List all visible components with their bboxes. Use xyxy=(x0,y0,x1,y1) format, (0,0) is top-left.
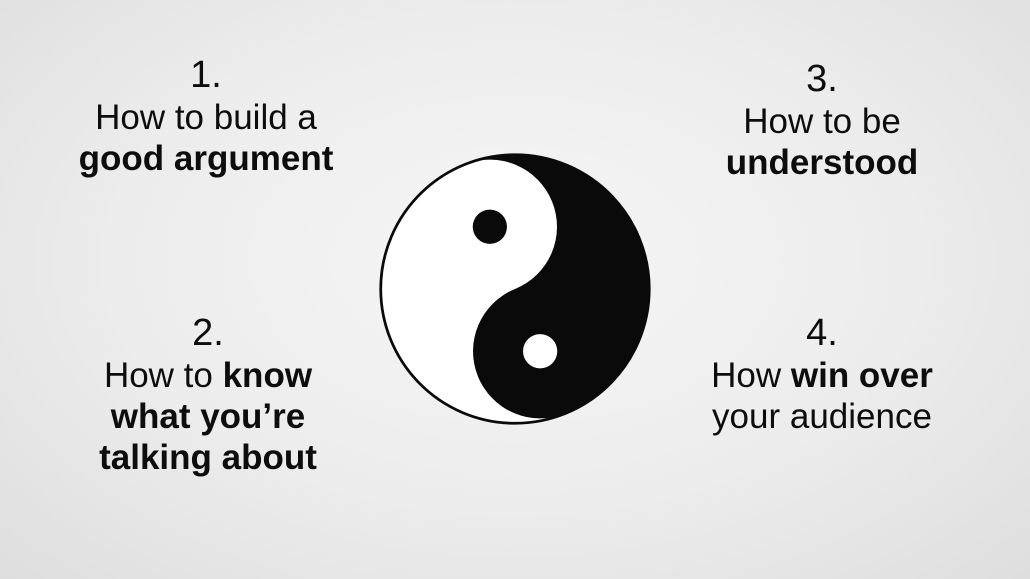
point-2-line-2: what you’re xyxy=(110,397,306,436)
point-2-line-1-emphasis: know xyxy=(222,356,313,395)
point-3: 3. How to be understood xyxy=(660,60,984,180)
point-3-number: 3. xyxy=(806,58,838,100)
point-4-line-1-emphasis: win over xyxy=(790,356,933,395)
point-2-line-1: How to know xyxy=(40,358,376,393)
point-2-line-3: talking about xyxy=(99,438,317,477)
point-2-line-1-text: How to xyxy=(103,356,223,395)
point-4-number: 4. xyxy=(806,312,838,354)
point-4-line-2: your audience xyxy=(712,397,932,436)
yin-yang-light-dot xyxy=(523,334,558,369)
yin-yang-dark-dot xyxy=(472,209,507,244)
point-2: 2. How to know what you’re talking about xyxy=(40,314,376,475)
yin-yang-icon xyxy=(379,153,651,425)
point-3-line-1: How to be xyxy=(660,104,984,139)
point-3-line-1-text: How to be xyxy=(743,102,901,141)
yin-yang-dark-half xyxy=(464,154,650,419)
point-4: 4. How win over your audience xyxy=(660,314,984,434)
point-1-line-1-text: How to build a xyxy=(95,98,317,137)
point-1-line-2: good argument xyxy=(78,139,334,178)
yin-yang-outline xyxy=(379,153,651,425)
point-1: 1. How to build a good argument xyxy=(38,56,374,176)
point-1-number: 1. xyxy=(190,54,222,96)
point-2-number: 2. xyxy=(192,312,224,354)
point-4-line-1: How win over xyxy=(660,358,984,393)
point-4-line-1-text: How xyxy=(711,356,791,395)
point-3-line-2: understood xyxy=(725,143,919,182)
point-1-line-1: How to build a xyxy=(38,100,374,135)
